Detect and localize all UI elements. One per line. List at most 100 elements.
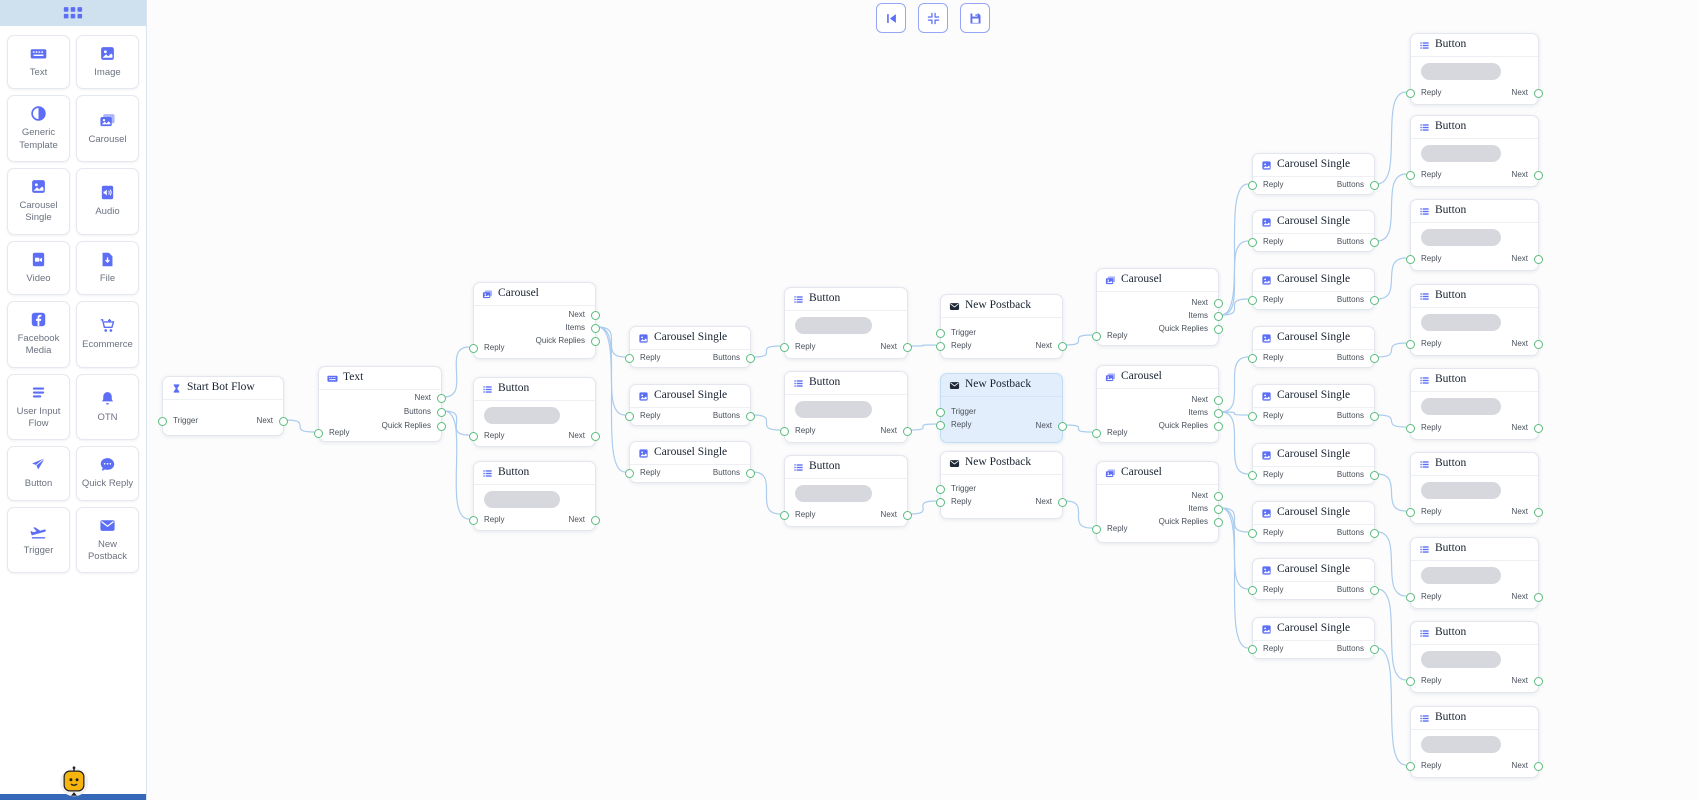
chat-widget-bee-icon[interactable]: [58, 765, 90, 797]
port-buttons[interactable]: [1370, 180, 1379, 190]
port-buttons[interactable]: [746, 468, 755, 478]
sidebar-item-button[interactable]: Button: [7, 446, 70, 501]
port-next[interactable]: [1214, 298, 1223, 308]
port-quick-replies[interactable]: [591, 336, 600, 346]
port-buttons[interactable]: [746, 411, 755, 421]
port-quick-replies[interactable]: [1214, 517, 1223, 527]
port-reply[interactable]: [1248, 295, 1257, 305]
port-reply[interactable]: [1406, 676, 1415, 686]
port-reply[interactable]: [1406, 761, 1415, 771]
port-reply[interactable]: [469, 431, 478, 441]
port-next[interactable]: [1534, 676, 1543, 686]
port-buttons[interactable]: [1370, 295, 1379, 305]
port-next[interactable]: [903, 342, 912, 352]
port-items[interactable]: [1214, 408, 1223, 418]
port-next[interactable]: [1534, 339, 1543, 349]
port-quick-replies[interactable]: [437, 421, 446, 431]
port-quick-replies[interactable]: [1214, 421, 1223, 431]
sidebar-item-otn[interactable]: OTN: [76, 373, 139, 441]
port-trigger[interactable]: [936, 484, 945, 494]
port-next[interactable]: [1214, 491, 1223, 501]
port-reply[interactable]: [1406, 592, 1415, 602]
grid-icon[interactable]: [63, 6, 83, 20]
port-next[interactable]: [591, 310, 600, 320]
sidebar-item-video[interactable]: Video: [7, 240, 70, 296]
save-button[interactable]: [960, 3, 990, 33]
port-reply[interactable]: [469, 515, 478, 525]
port-reply[interactable]: [1248, 353, 1257, 363]
sidebar-item-carousel[interactable]: Carousel: [76, 95, 139, 163]
port-reply[interactable]: [780, 510, 789, 520]
port-next[interactable]: [1534, 423, 1543, 433]
port-reply[interactable]: [780, 342, 789, 352]
port-next[interactable]: [591, 431, 600, 441]
port-next[interactable]: [279, 416, 288, 426]
sidebar-item-user-input-flow[interactable]: User Input Flow: [7, 373, 70, 441]
sidebar-item-text[interactable]: Text: [7, 35, 70, 90]
port-reply[interactable]: [936, 420, 945, 430]
sidebar-item-generic-template[interactable]: Generic Template: [7, 95, 70, 163]
port-buttons[interactable]: [437, 407, 446, 417]
port-reply[interactable]: [314, 428, 323, 438]
port-reply[interactable]: [625, 468, 634, 478]
port-next[interactable]: [1214, 395, 1223, 405]
port-reply[interactable]: [1248, 470, 1257, 480]
port-next[interactable]: [1534, 254, 1543, 264]
sidebar-item-facebook-media[interactable]: Facebook Media: [7, 301, 70, 368]
port-next[interactable]: [1058, 341, 1067, 351]
port-next[interactable]: [1534, 761, 1543, 771]
port-next[interactable]: [1534, 88, 1543, 98]
port-buttons[interactable]: [1370, 353, 1379, 363]
go-to-start-button[interactable]: [876, 3, 906, 33]
port-buttons[interactable]: [1370, 644, 1379, 654]
port-quick-replies[interactable]: [1214, 324, 1223, 334]
port-buttons[interactable]: [1370, 585, 1379, 595]
port-items[interactable]: [591, 323, 600, 333]
port-next[interactable]: [903, 426, 912, 436]
port-next[interactable]: [591, 515, 600, 525]
port-trigger[interactable]: [158, 416, 167, 426]
sidebar-item-quick-reply[interactable]: Quick Reply: [76, 446, 139, 501]
port-next[interactable]: [1058, 497, 1067, 507]
port-next[interactable]: [1534, 592, 1543, 602]
port-trigger[interactable]: [936, 407, 945, 417]
port-next[interactable]: [1058, 421, 1067, 431]
port-reply[interactable]: [1248, 237, 1257, 247]
port-reply[interactable]: [936, 341, 945, 351]
port-reply[interactable]: [1406, 423, 1415, 433]
port-buttons[interactable]: [1370, 411, 1379, 421]
port-reply[interactable]: [936, 497, 945, 507]
sidebar-item-ecommerce[interactable]: Ecommerce: [76, 301, 139, 368]
port-items[interactable]: [1214, 311, 1223, 321]
port-reply[interactable]: [625, 353, 634, 363]
port-reply[interactable]: [1248, 411, 1257, 421]
